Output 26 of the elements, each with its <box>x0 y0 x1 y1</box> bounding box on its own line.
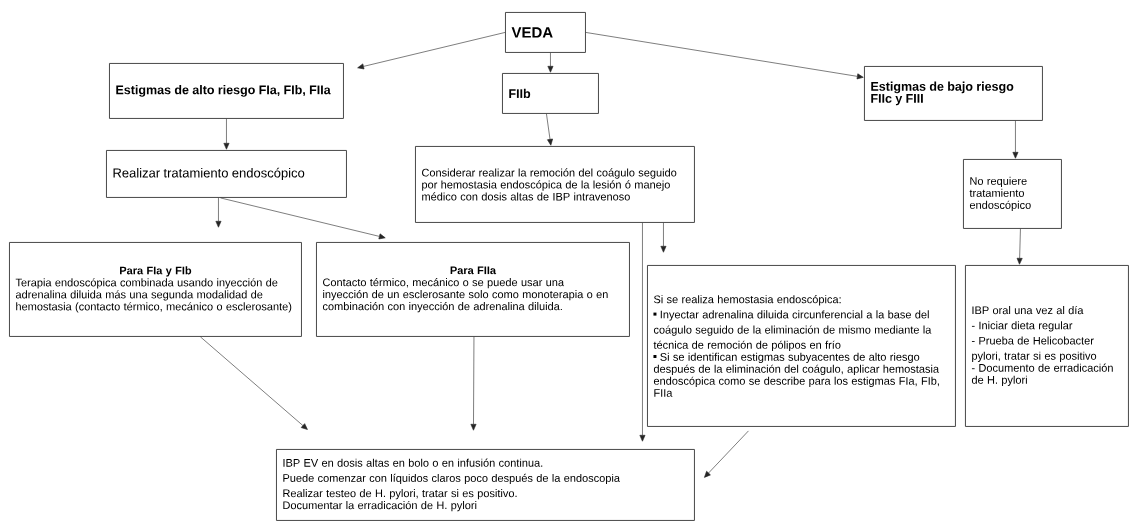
arrow <box>546 113 553 146</box>
process-box: Realizar tratamiento endoscópico <box>106 150 347 198</box>
arrow <box>357 32 506 70</box>
text-box: Para FIa y FIb Terapia endoscópica combinada usando inyección de adrenalina diluida más una segunda modalidad de hemostasia (contacto térmico, mecánico o esclerosante) <box>9 242 302 337</box>
text-box: IBP EV en dosis altas en bolo o en infusión continua. Puede comenzar con líquidos claros poco después de la endoscopia Realizar testeo de H. pylori, tratar si es positivo. Documentar la erradicación de H. pylori <box>276 449 695 521</box>
arrow <box>547 52 554 73</box>
arrow <box>200 336 308 430</box>
start-box: VEDA <box>505 12 586 53</box>
category-box: FIIb <box>502 73 599 114</box>
arrow <box>223 118 230 150</box>
arrow <box>585 32 864 80</box>
arrow <box>639 222 646 442</box>
arrow <box>704 430 749 478</box>
category-box: Estigmas de bajo riesgo FIIc y FIII <box>864 66 1043 121</box>
category-box: Estigmas de alto riesgo FIa, FIb, FIIa <box>109 63 344 119</box>
arrow <box>1012 120 1019 159</box>
arrow <box>660 222 667 253</box>
text-box: Para FIIa Contacto térmico, mecánico o se puede usar una inyección de un esclerosante solo como monoterapia o en combinación con inyección de adrenalina diluida. <box>316 242 630 337</box>
arrow <box>1016 228 1023 265</box>
arrow <box>470 336 477 431</box>
arrow <box>220 197 386 240</box>
text-box: Si se realiza hemostasia endoscópica: Inyectar adrenalina diluida circunferencial a la base del coágulo seguido de la eliminación de mismo mediante la técnica de remoción de pólipos en frío Si se identifican estigmas subyacentes de alto riesgo después de la eliminación del coágulo, aplicar hemostasia endoscópica como se describe para los estigmas FIa, FIb, FIIa <box>647 265 956 427</box>
arrow <box>215 197 222 228</box>
text-box: Considerar realizar la remoción del coágulo seguido por hemostasia endoscópica de la lesión ó manejo médico con dosis altas de IBP intravenoso <box>415 146 695 223</box>
text-box: No requiere tratamiento endoscópico <box>963 159 1062 229</box>
text-box: IBP oral una vez al día - Iniciar dieta regular - Prueba de Helicobacter pylori, tratar si es positivo - Documento de erradicación de H. pylori <box>965 265 1129 427</box>
